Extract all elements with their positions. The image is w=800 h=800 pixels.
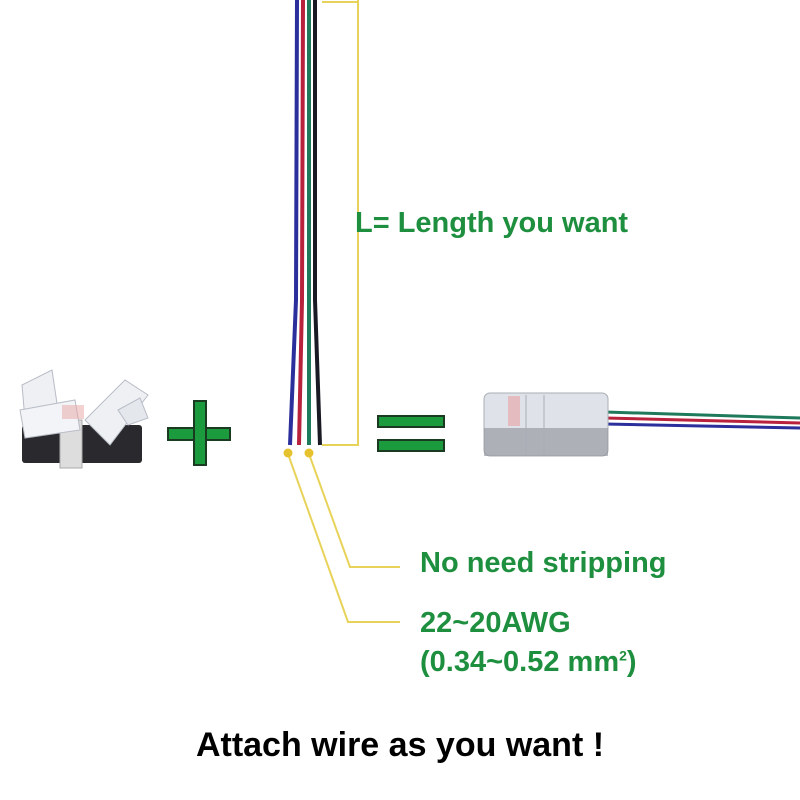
length-label: L= Length you want [355, 207, 629, 239]
open-connector-image [19, 369, 149, 469]
area-suffix: ) [626, 646, 637, 678]
length-bracket [322, 0, 359, 446]
wire-end-dot [283, 448, 293, 458]
area-prefix: (0.34~0.52 mm [420, 646, 620, 678]
assembled-connector-image [483, 392, 800, 457]
area-label: (0.34~0.52 mm2) [420, 648, 637, 677]
plus-icon [167, 400, 231, 466]
rgb-wire-bundle [288, 0, 322, 446]
area-superscript: 2 [619, 647, 627, 664]
caption: Attach wire as you want ! [195, 726, 605, 764]
gauge-label: 22~20AWG [420, 607, 571, 639]
wire-end-dot [304, 448, 314, 458]
stripping-label: No need stripping [420, 547, 667, 579]
leader-lines [287, 453, 400, 623]
equals-icon [377, 415, 445, 452]
